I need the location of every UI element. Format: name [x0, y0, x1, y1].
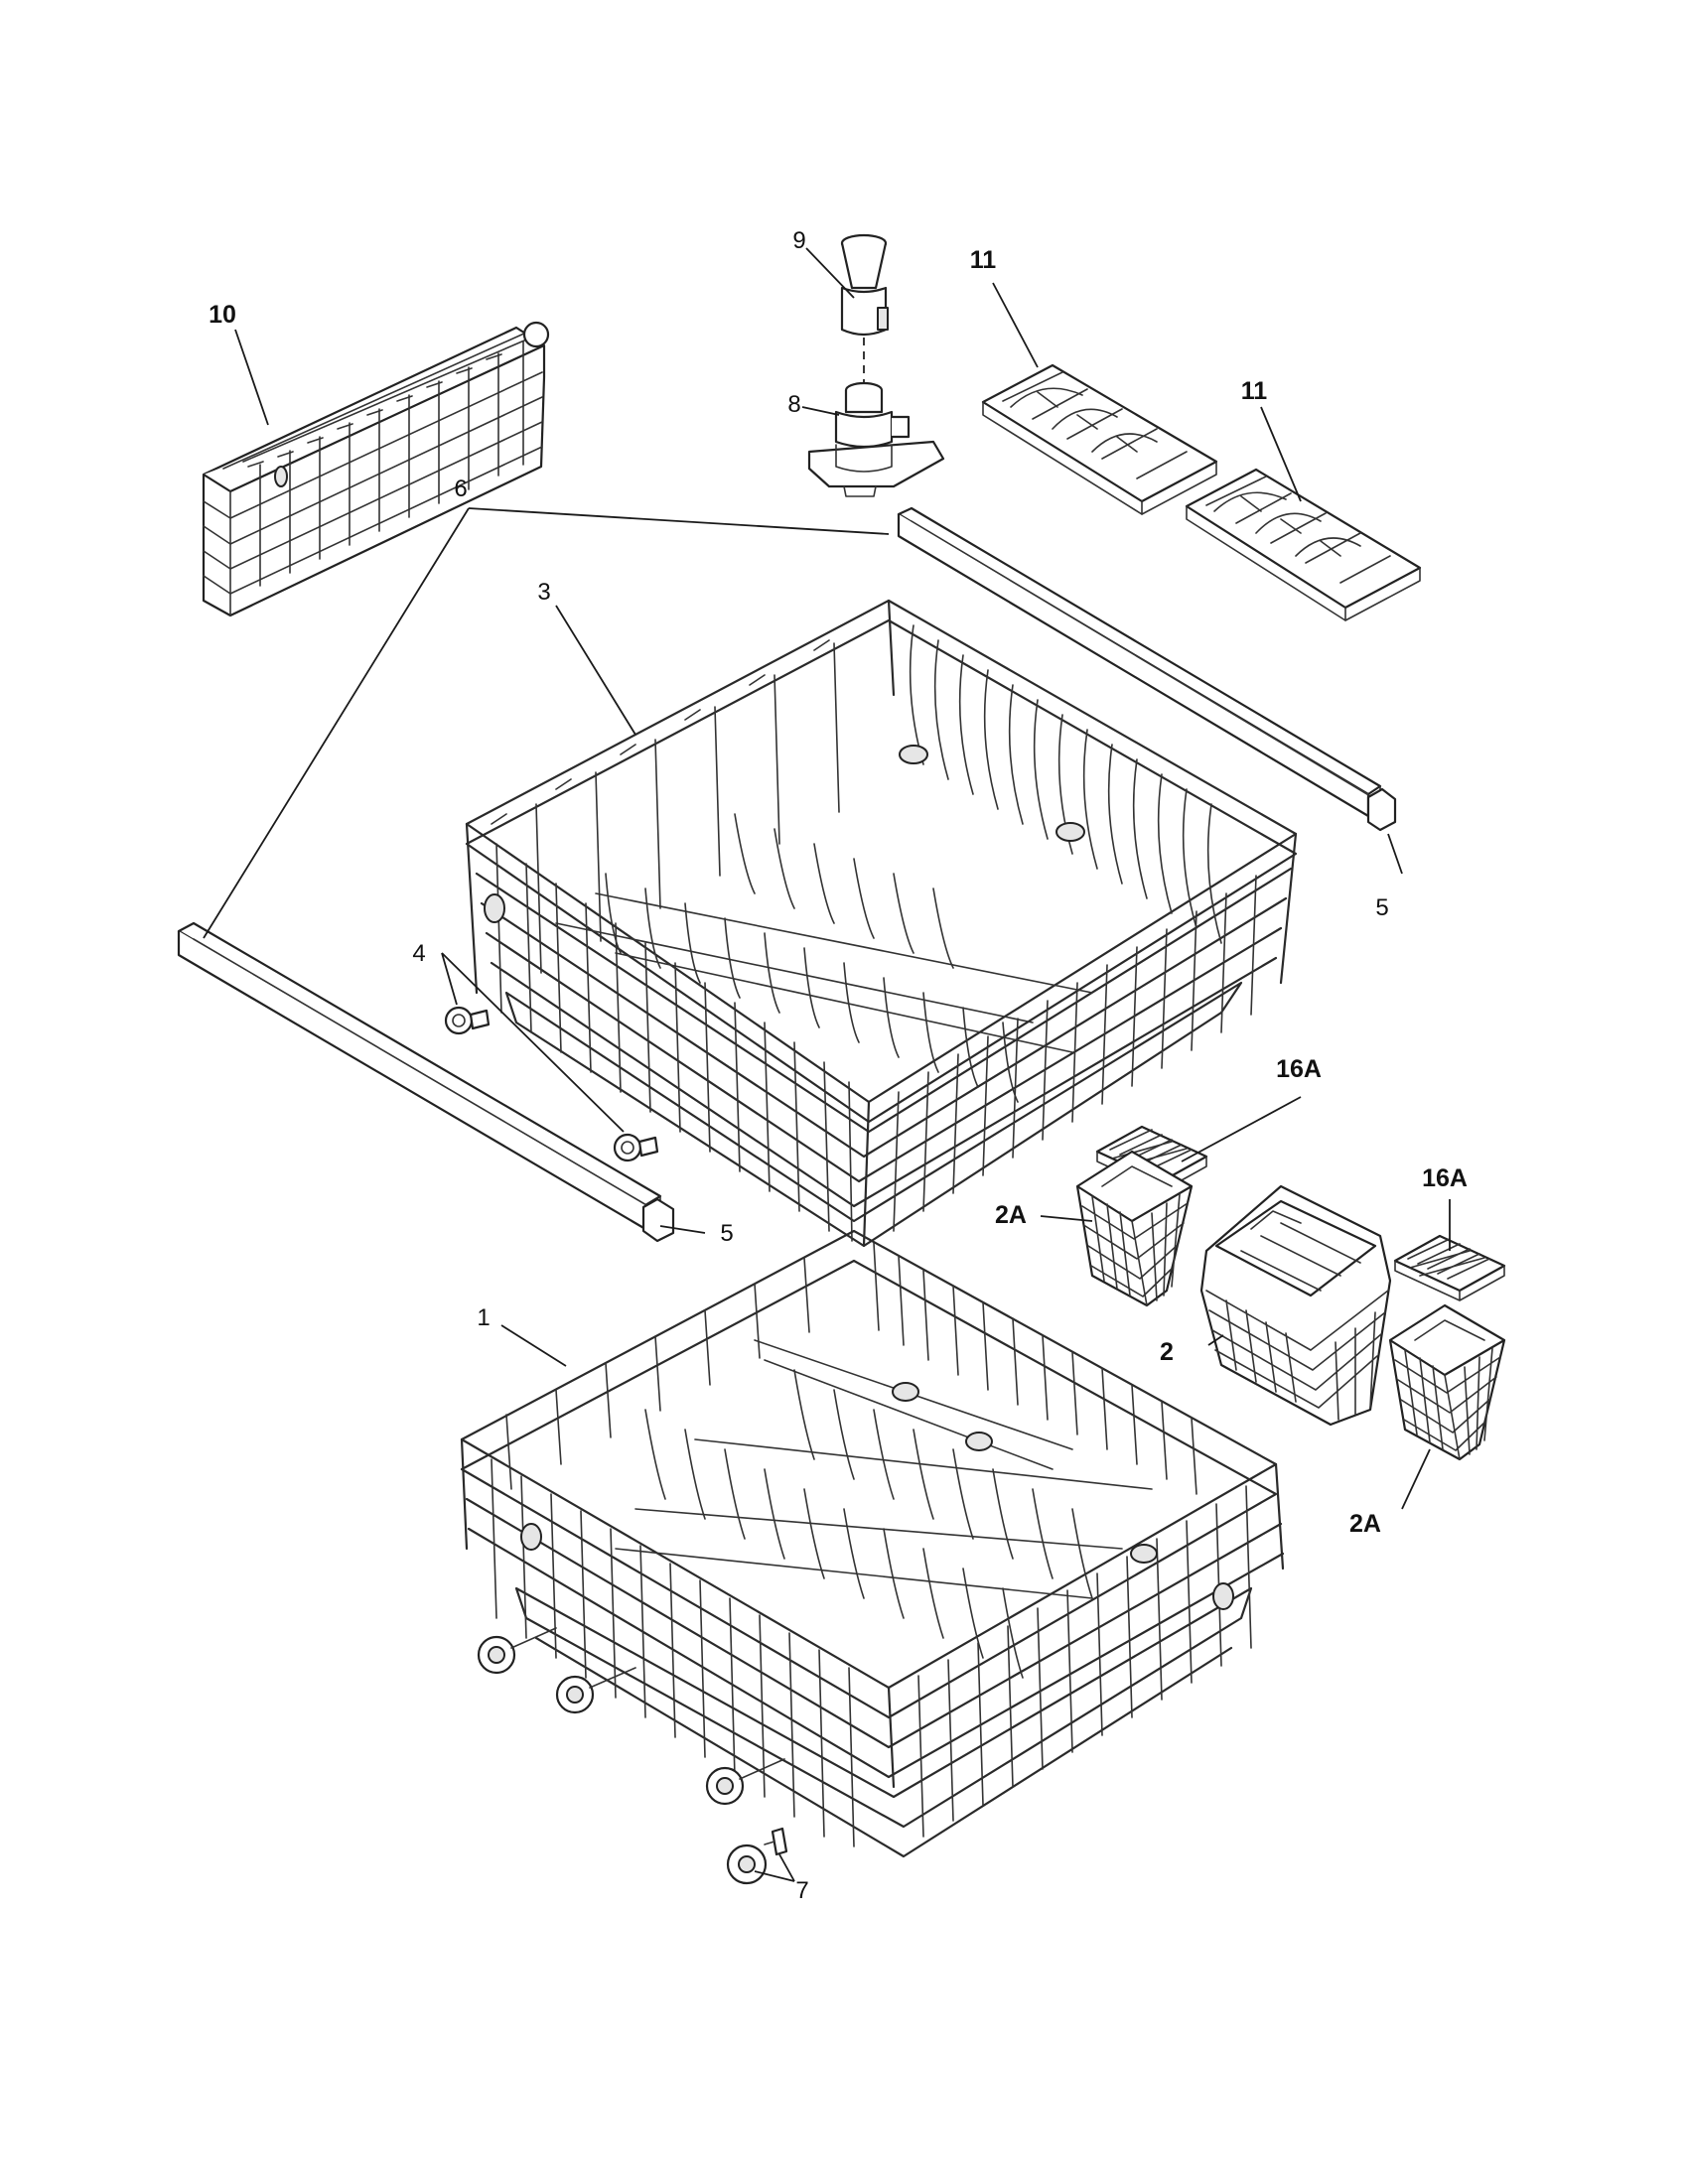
callout-9: 9	[792, 227, 805, 254]
callout-2a-right: 2A	[1349, 1510, 1381, 1538]
lower-rack-inner-tines	[615, 1339, 1153, 1679]
upper-rack-front-wires	[491, 639, 853, 1242]
lower-rack-wheel-1	[477, 1627, 557, 1675]
leader-lines	[203, 247, 1451, 1882]
callout-11-left: 11	[970, 246, 997, 274]
callout-3: 3	[537, 579, 550, 606]
part-7-wheel	[726, 1843, 768, 1885]
part-9-nozzle	[840, 233, 889, 337]
callout-2: 2	[1160, 1338, 1174, 1366]
callout-6: 6	[454, 476, 467, 502]
upper-rack-back-tines	[909, 624, 1222, 944]
part-4-screw-lower	[613, 1133, 659, 1162]
basket-10-vertical-grid	[247, 341, 524, 587]
callout-2a-left: 2A	[995, 1201, 1027, 1229]
lower-rack-wheel-3	[705, 1758, 785, 1806]
part-2a-basket-right	[1388, 1303, 1506, 1461]
part-7-clip	[764, 1827, 788, 1856]
upper-rack-inner-tines	[555, 813, 1093, 1103]
part-11-insert-left	[981, 363, 1218, 515]
lower-rack-front-wires	[491, 1458, 855, 1847]
lower-rack-side-wires	[917, 1485, 1252, 1838]
part-5-rail-end-left	[641, 1197, 675, 1243]
callout-4: 4	[412, 940, 425, 967]
part-4-screw-upper	[444, 1006, 491, 1035]
callout-10: 10	[209, 301, 236, 329]
part-16a-grid-right	[1393, 1234, 1506, 1301]
callout-11-right: 11	[1241, 377, 1268, 405]
callout-labels: 10 9 8 11 11 6 3 5 4 16A 16A 2A 5 1 2 2A…	[209, 227, 1468, 1904]
lower-rack-wheel-2	[555, 1667, 636, 1714]
lower-rack-back-wires	[505, 1242, 1197, 1495]
part-11-insert-right	[1185, 468, 1422, 621]
part-2-basket	[1199, 1184, 1392, 1427]
callout-16a-left: 16A	[1276, 1055, 1322, 1083]
callout-5-right: 5	[1375, 894, 1388, 921]
callout-1: 1	[477, 1304, 490, 1331]
callout-5-left: 5	[720, 1220, 733, 1247]
part-5-rail-end-right	[1366, 787, 1397, 832]
part-1-lower-rack	[460, 1229, 1285, 1858]
part-6-rail-right	[897, 506, 1382, 818]
callout-7: 7	[795, 1877, 808, 1904]
callout-8: 8	[787, 391, 800, 418]
upper-rack-side-wires	[893, 875, 1257, 1232]
callout-16a-right: 16A	[1422, 1164, 1468, 1192]
part-2a-basket-left	[1075, 1150, 1194, 1307]
part-8-nozzle-base	[807, 381, 945, 497]
part-3-upper-rack	[465, 599, 1298, 1248]
part-10-basket	[202, 321, 550, 617]
